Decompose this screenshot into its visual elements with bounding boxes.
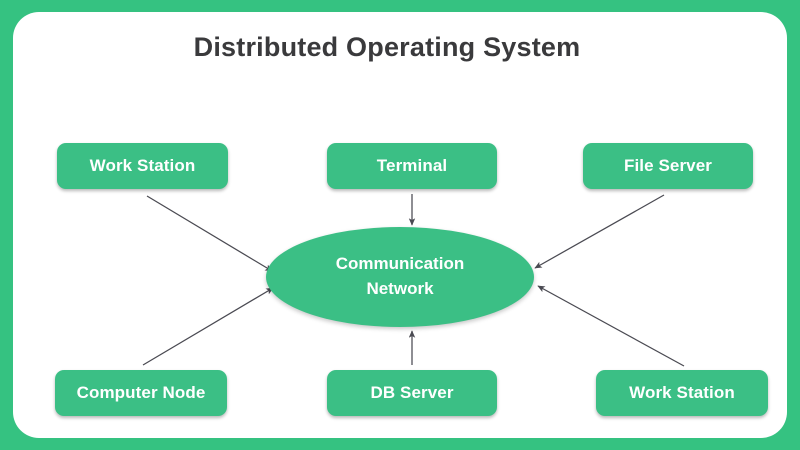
node-file-server[interactable]: File Server (583, 143, 753, 189)
node-work-station-top-left[interactable]: Work Station (57, 143, 228, 189)
node-label: Work Station (89, 156, 196, 175)
node-label: Work Station (629, 383, 735, 402)
node-db-server[interactable]: DB Server (327, 370, 497, 416)
hub-label: Communication Network (336, 252, 464, 301)
node-work-station-bottom-right[interactable]: Work Station (596, 370, 768, 416)
hub-label-line2: Network (366, 279, 434, 298)
node-label: DB Server (370, 383, 454, 402)
hub-label-line1: Communication (335, 254, 465, 274)
node-terminal[interactable]: Terminal (327, 143, 497, 189)
node-computer-node[interactable]: Computer Node (55, 370, 227, 416)
page-title: Distributed Operating System (193, 32, 581, 62)
node-label: Terminal (376, 156, 448, 175)
node-communication-network[interactable]: Communication Network (266, 227, 534, 327)
node-label: Computer Node (76, 383, 206, 402)
node-label: File Server (623, 156, 713, 175)
